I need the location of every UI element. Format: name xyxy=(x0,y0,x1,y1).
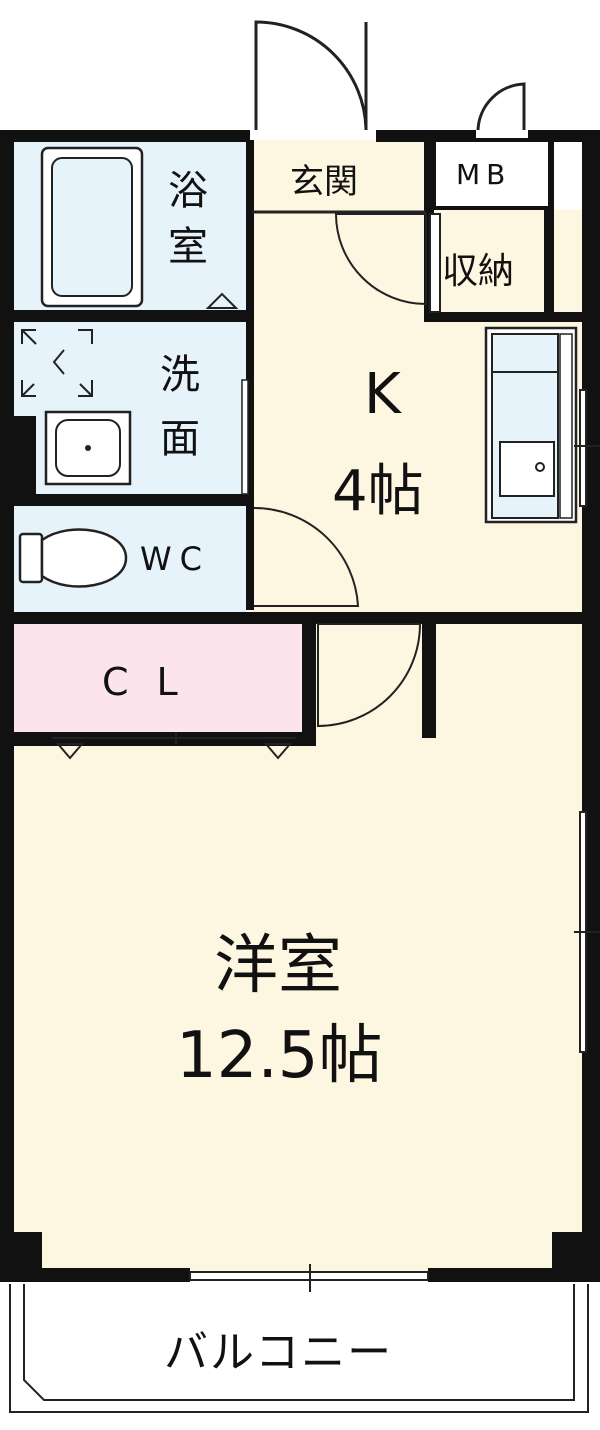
bathtub xyxy=(40,146,239,309)
kitchen-label-1: K xyxy=(364,362,401,427)
toilet-label: WC xyxy=(140,540,210,578)
genkan-floor xyxy=(252,140,424,210)
kitchen-counter xyxy=(484,326,578,524)
mb-label: MB xyxy=(456,158,512,191)
laundry-space xyxy=(21,329,93,397)
closet-floor xyxy=(14,624,302,732)
western-room-floor xyxy=(14,746,582,1274)
genkan-label: 玄関 xyxy=(290,162,358,202)
bath-label-2: 室 xyxy=(168,224,208,270)
east-windows xyxy=(574,389,600,1053)
bath-label-1: 浴 xyxy=(168,168,208,214)
western-room-label-1: 洋室 xyxy=(214,929,342,1003)
washroom-label-1: 洗 xyxy=(160,352,200,398)
western-room-label-2: 12.5帖 xyxy=(176,1019,383,1093)
toilet-fixture xyxy=(18,528,128,588)
washroom-label-2: 面 xyxy=(160,416,200,462)
closet-doors xyxy=(52,732,296,760)
balcony-label: バルコニー xyxy=(164,1327,394,1378)
room-door xyxy=(317,623,422,728)
wc-door xyxy=(253,506,360,607)
mb-box xyxy=(432,138,552,210)
closet-label: CL xyxy=(102,660,206,704)
storage-door xyxy=(334,213,427,306)
south-window xyxy=(189,1264,429,1292)
washbasin xyxy=(44,410,132,486)
mb-door xyxy=(476,82,526,131)
western-room-floor-upper xyxy=(314,624,582,748)
kitchen-label-2: 4帖 xyxy=(332,459,424,524)
storage-label: 収納 xyxy=(442,251,515,292)
balcony-outline xyxy=(9,1284,589,1413)
entrance-door xyxy=(254,20,368,131)
